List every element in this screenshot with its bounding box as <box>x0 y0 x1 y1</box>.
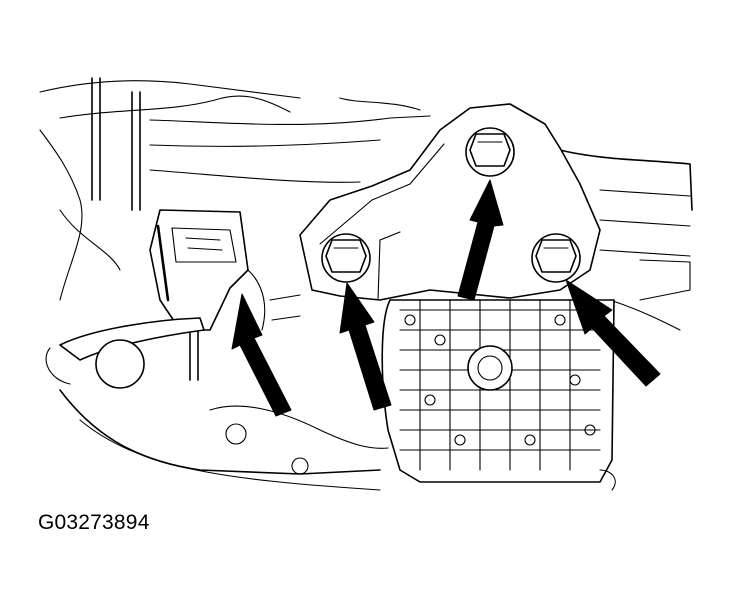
arrow-bracket-connector <box>231 293 292 417</box>
figure-identifier: G03273894 <box>38 511 150 534</box>
bolt-right <box>531 233 581 283</box>
callout-arrows <box>231 179 661 417</box>
electrical-connector <box>149 209 249 381</box>
arrow-bolt-top <box>457 179 504 301</box>
harness-arm <box>45 317 205 389</box>
bolt-left <box>321 233 371 283</box>
background-housing-lines <box>39 77 693 331</box>
arrow-bolt-right <box>565 279 661 387</box>
bolt-top <box>465 127 515 177</box>
mounting-bracket <box>299 103 601 301</box>
lower-housing <box>59 389 616 491</box>
arrow-bolt-left <box>339 282 392 411</box>
valve-body <box>381 299 615 483</box>
